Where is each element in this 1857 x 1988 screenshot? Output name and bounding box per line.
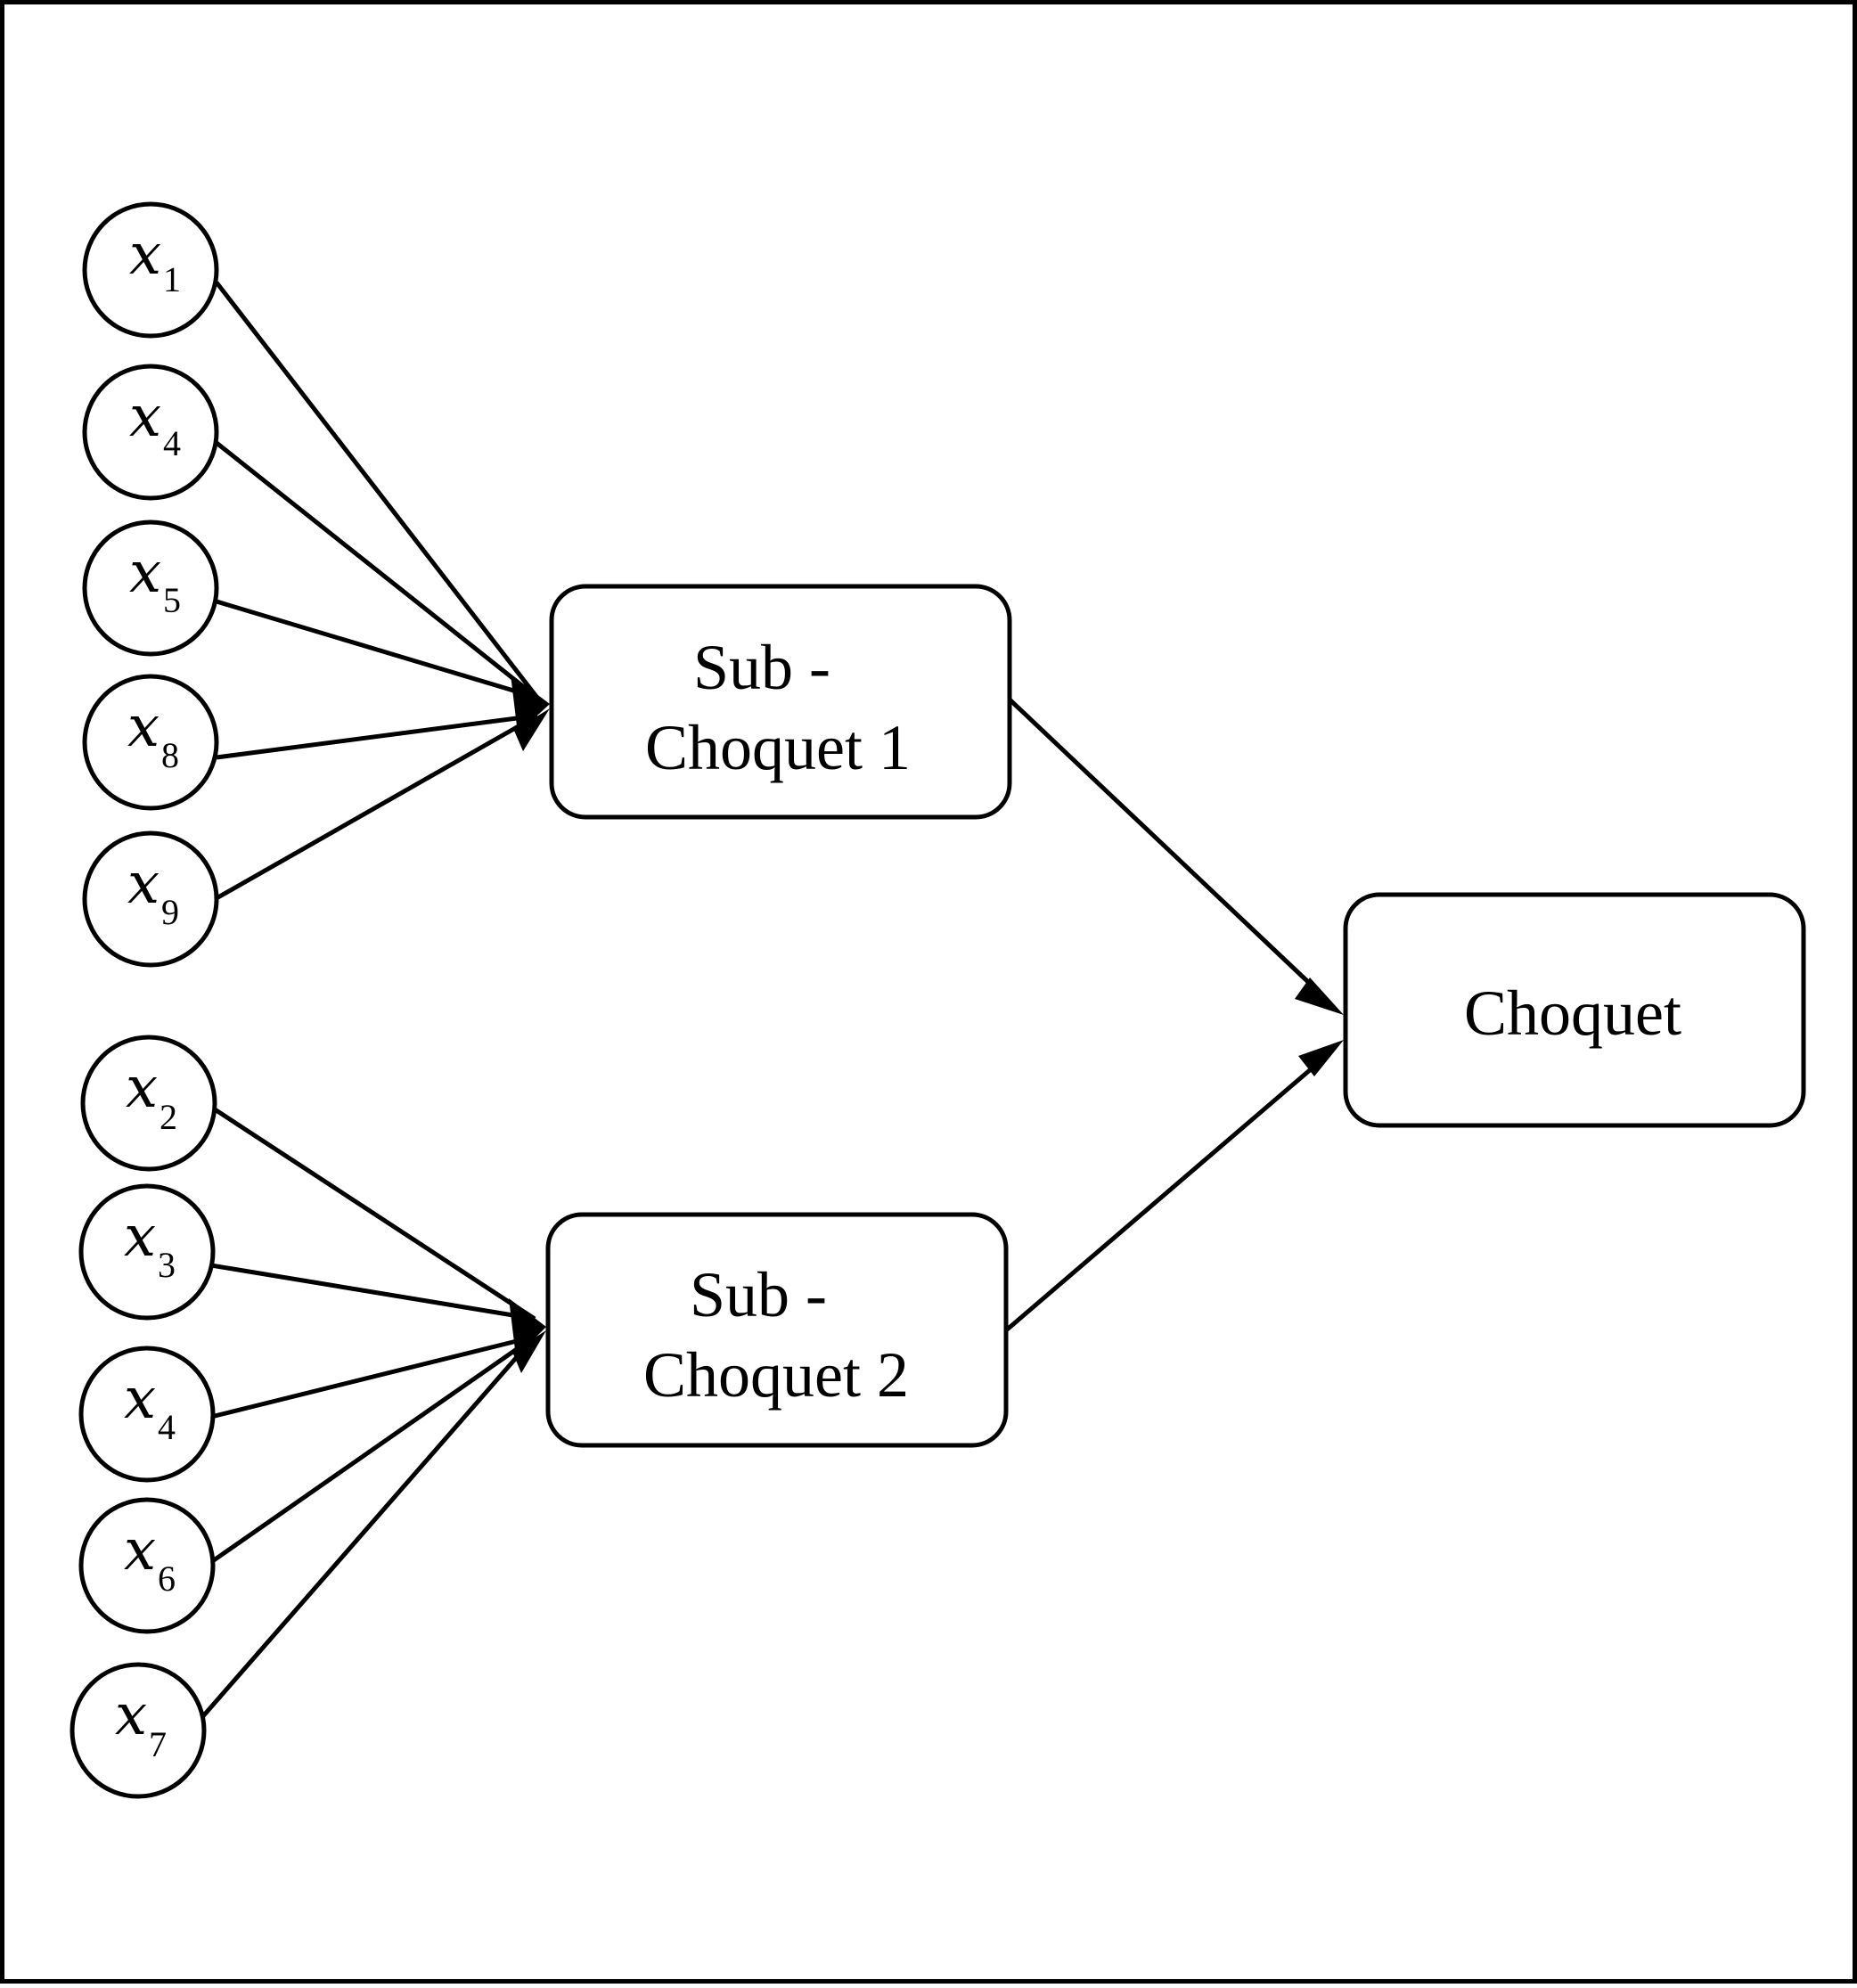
edge-x6-to-sub2 [209,1334,536,1565]
arrowhead-sub2 [509,1298,546,1357]
input-node-x4-b: x 4 [78,1346,216,1483]
input-var: x [124,1204,156,1270]
sub-choquet-2-label-line2: Choquet 2 [643,1339,909,1411]
edges-to-final [1004,698,1344,1332]
edge-x4-to-sub1 [215,441,539,699]
input-subscript: 5 [163,580,181,620]
choquet-node: Choquet [1343,892,1806,1128]
edge-x8-to-sub1 [216,713,538,760]
input-subscript: 4 [163,423,181,463]
edge-sub2-to-choquet [1004,1057,1325,1332]
edge-x3-to-sub2 [210,1263,536,1321]
input-node-x6: x 6 [78,1497,216,1634]
input-node-x9: x 9 [82,830,219,968]
edge-x4b-to-sub2 [210,1334,536,1419]
arrowhead-sub1 [511,675,550,733]
sub-choquet-1-label-line2: Choquet 1 [645,712,911,783]
arrowheads-sub1 [511,675,550,751]
inputs-group-2: x 2 x 3 x 4 x 6 x 7 [70,1035,217,1799]
input-subscript: 6 [158,1558,176,1599]
arrowhead-sub2-b [512,1330,546,1373]
input-subscript: 4 [158,1407,176,1447]
arrowhead-sub2-to-choquet [1298,1040,1344,1076]
input-var: x [127,694,160,760]
input-var: x [115,1682,147,1748]
input-var: x [129,384,161,450]
input-subscript: 2 [160,1097,177,1137]
input-var: x [129,540,161,606]
edge-sub1-to-choquet [1008,698,1325,998]
edge-x9-to-sub1 [215,713,539,901]
input-subscript: 1 [163,259,181,299]
edge-x1-to-sub1 [215,281,539,699]
arrowhead-sub1-to-choquet [1295,978,1344,1015]
input-var: x [124,1366,156,1432]
arrowhead-sub1-b [514,708,550,751]
input-var: x [129,222,161,288]
sub-choquet-1-node: Sub - Choquet 1 [549,584,1012,820]
input-node-x7: x 7 [70,1662,207,1799]
edges-group-2 [200,1107,536,1719]
edge-x5-to-sub1 [216,599,538,700]
input-var: x [127,851,160,917]
input-subscript: 3 [158,1245,176,1285]
inputs-group-1: x 1 x 4 x 5 x 8 x 9 [82,201,219,968]
input-node-x5: x 5 [82,519,219,657]
input-node-x4: x 4 [82,364,219,501]
edge-x7-to-sub2 [200,1335,536,1719]
input-var: x [124,1518,156,1583]
arrowheads-sub2 [509,1298,546,1373]
input-subscript: 9 [161,892,179,932]
input-subscript: 7 [149,1724,167,1764]
choquet-label: Choquet [1464,978,1681,1049]
choquet-hierarchy-diagram: x 1 x 4 x 5 x 8 x 9 x 2 [70,201,1806,1799]
input-node-x3: x 3 [78,1183,216,1321]
edge-x2-to-sub2 [213,1107,536,1321]
edges-group-1 [215,281,539,901]
sub-choquet-1-label-line1: Sub - [693,632,830,703]
input-node-x8: x 8 [82,674,219,811]
input-subscript: 8 [161,735,179,775]
input-var: x [126,1055,158,1121]
input-node-x1: x 1 [82,201,219,339]
sub-choquet-2-label-line1: Sub - [690,1259,827,1330]
input-node-x2: x 2 [80,1035,217,1172]
sub-choquet-2-node: Sub - Choquet 2 [545,1212,1009,1448]
